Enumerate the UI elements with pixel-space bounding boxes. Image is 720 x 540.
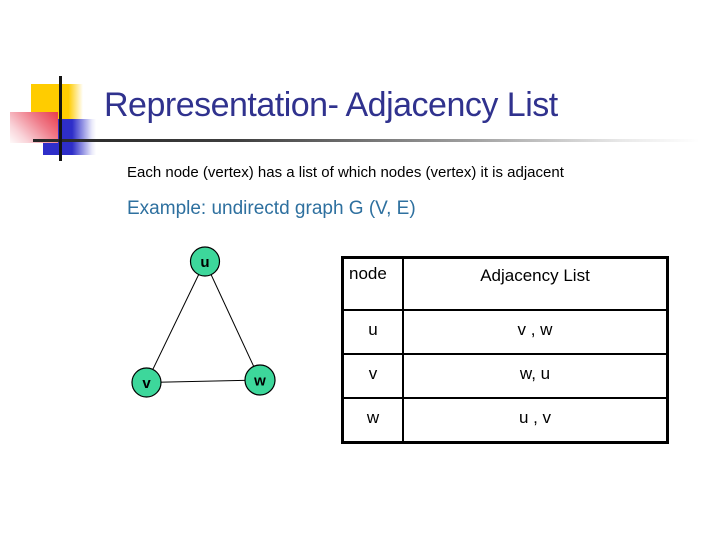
node-label-w: w bbox=[253, 373, 266, 390]
undirected-graph-diagram: u v w bbox=[131, 246, 276, 398]
table-row-u-node: u bbox=[344, 311, 404, 355]
graph-node-u: u bbox=[189, 246, 221, 277]
node-circle-w bbox=[244, 364, 276, 396]
edge-u-w bbox=[204, 261, 261, 381]
edge-u-v bbox=[146, 261, 206, 383]
slide-title: Representation- Adjacency List bbox=[104, 86, 558, 124]
table-row-w-node: w bbox=[344, 399, 404, 441]
graph-node-v: v bbox=[131, 367, 162, 398]
adjacency-table: node Adjacency List u v , w v w, u w u ,… bbox=[341, 256, 669, 444]
decoration-vertical-line bbox=[59, 76, 62, 161]
edge-v-w bbox=[146, 379, 261, 383]
node-label-u: u bbox=[200, 254, 209, 271]
table-row-v-node: v bbox=[344, 355, 404, 399]
body-text: Each node (vertex) has a list of which n… bbox=[127, 164, 564, 181]
decoration-red-square bbox=[10, 112, 58, 143]
node-label-v: v bbox=[142, 375, 151, 392]
node-circle-v bbox=[131, 367, 162, 398]
table-row-v-adjacency: w, u bbox=[404, 355, 666, 399]
node-circle-u bbox=[189, 246, 221, 277]
table-header-adjacency-list: Adjacency List bbox=[404, 259, 666, 311]
decoration-horizontal-rule bbox=[33, 139, 700, 142]
graph-node-w: w bbox=[244, 364, 276, 396]
table-row-u-adjacency: v , w bbox=[404, 311, 666, 355]
example-text: Example: undirectd graph G (V, E) bbox=[127, 198, 416, 219]
table-row-w-adjacency: u , v bbox=[518, 408, 552, 427]
table-header-node: node bbox=[344, 259, 404, 311]
